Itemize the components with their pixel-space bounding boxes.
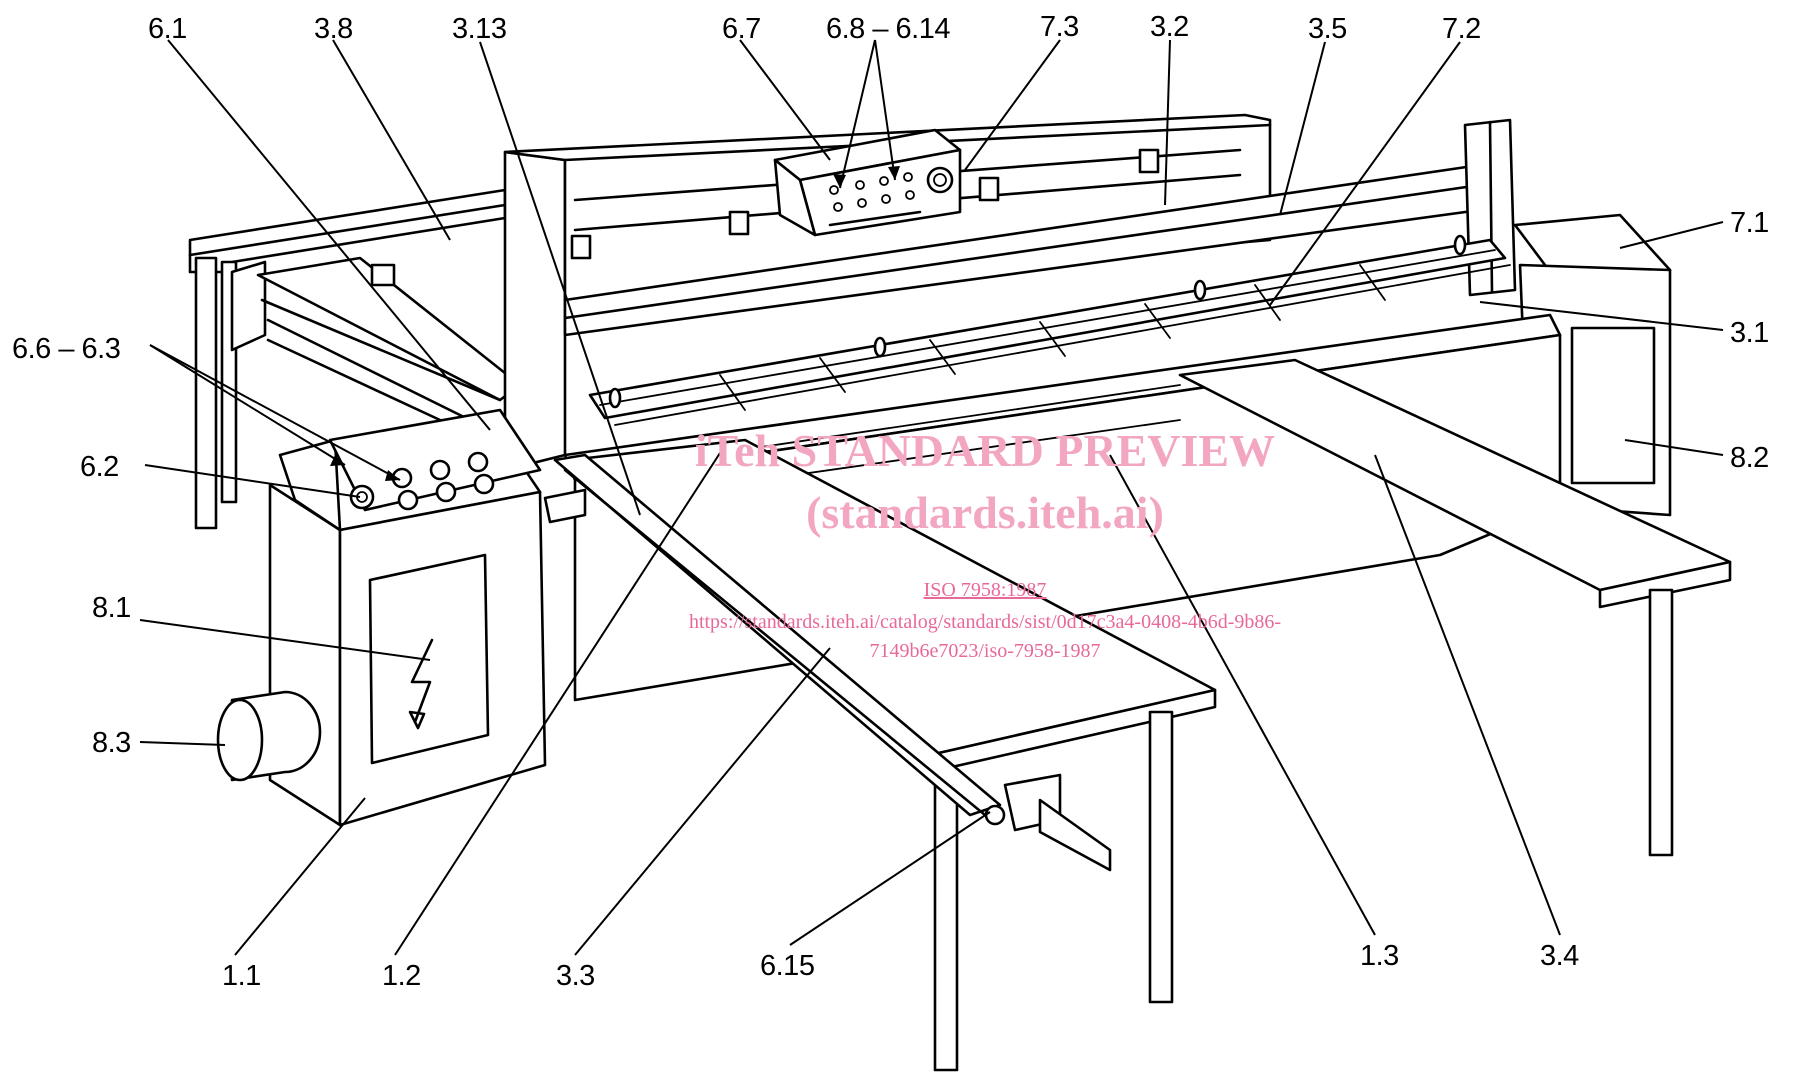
- label-6-15: 6.15: [760, 950, 814, 982]
- callout-labels: 6.1 3.8 3.13 6.7 6.8 – 6.14 7.3 3.2 3.5 …: [12, 11, 1769, 992]
- top-control-panel: [773, 128, 962, 237]
- front-right-table: [1178, 358, 1732, 857]
- label-1-1: 1.1: [222, 960, 261, 992]
- label-7-2: 7.2: [1442, 13, 1481, 45]
- label-3-3: 3.3: [556, 960, 595, 992]
- watermark-title: iTeh STANDARD PREVIEW: [695, 425, 1275, 476]
- label-1-3: 1.3: [1360, 940, 1399, 972]
- label-8-3: 8.3: [92, 727, 131, 759]
- clamping-bar: [588, 234, 1511, 426]
- label-6-6-to-6-3: 6.6 – 6.3: [12, 333, 120, 365]
- leader-lines: [139, 39, 1724, 956]
- watermark-standard[interactable]: ISO 7958:1987: [924, 579, 1047, 601]
- watermark-site: (standards.iteh.ai): [806, 487, 1164, 538]
- label-6-1: 6.1: [148, 13, 187, 45]
- watermark-url-2[interactable]: 7149b6e7023/iso-7958-1987: [869, 640, 1100, 662]
- label-1-2: 1.2: [382, 960, 421, 992]
- label-7-1: 7.1: [1730, 207, 1769, 239]
- gantry-frame: [503, 113, 1517, 472]
- rear-left-rail: [188, 188, 522, 530]
- label-3-5: 3.5: [1308, 13, 1347, 45]
- label-3-1: 3.1: [1730, 317, 1769, 349]
- label-3-8: 3.8: [314, 13, 353, 45]
- label-6-8-to-6-14: 6.8 – 6.14: [826, 13, 950, 45]
- label-6-7: 6.7: [722, 13, 761, 45]
- front-left-table: [543, 438, 1217, 1072]
- label-7-3: 7.3: [1040, 11, 1079, 43]
- watermark-url-1[interactable]: https://standards.iteh.ai/catalog/standa…: [689, 611, 1281, 633]
- watermark: iTeh STANDARD PREVIEW (standards.iteh.ai…: [689, 425, 1281, 662]
- label-3-4: 3.4: [1540, 940, 1579, 972]
- label-8-1: 8.1: [92, 592, 131, 624]
- label-6-2: 6.2: [80, 451, 119, 483]
- left-cabinet: [216, 408, 547, 827]
- label-3-2: 3.2: [1150, 11, 1189, 43]
- label-3-13: 3.13: [452, 13, 506, 45]
- label-8-2: 8.2: [1730, 442, 1769, 474]
